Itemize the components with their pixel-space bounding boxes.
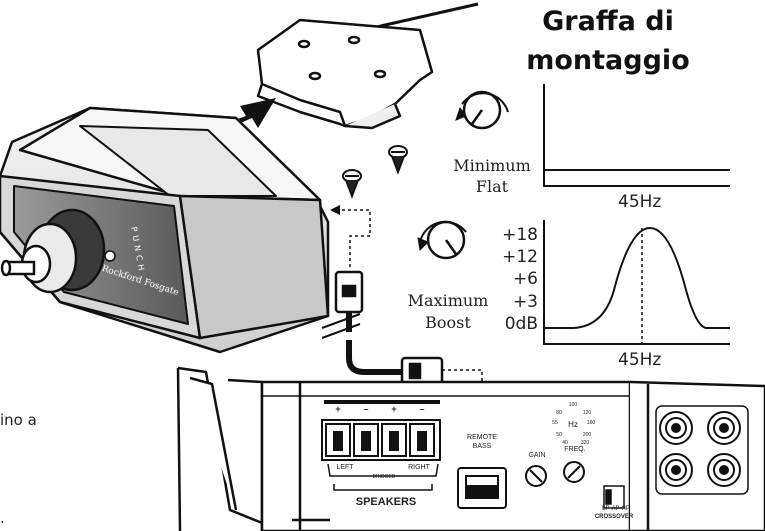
freq-pot <box>563 461 585 483</box>
crossover-modes-label: LP-AP-HP <box>602 506 630 512</box>
freq-scale-120: 120 <box>582 410 592 416</box>
db-label-3: +3 <box>512 292 538 312</box>
right-label: RIGHT <box>408 464 430 471</box>
remote-bass-label-2: BASS <box>472 443 492 450</box>
left-label: LEFT <box>336 464 354 471</box>
remote-cable <box>321 270 444 386</box>
speaker-terminals <box>321 400 441 491</box>
db-label-0: 0dB <box>504 314 538 334</box>
title-line-1: Graffa di <box>542 6 674 37</box>
gain-knob-max-icon <box>417 220 467 260</box>
db-label-6: +6 <box>512 269 538 289</box>
crossover-label: CROSSOVER <box>594 514 634 520</box>
title-line-2: montaggio <box>526 45 690 76</box>
freq-scale-hz: Hz <box>568 420 578 429</box>
knob-min-label-2: Flat <box>475 177 509 196</box>
terminal-mark-2: – <box>363 404 369 414</box>
graph-boost-freq-label: 45Hz <box>618 350 662 370</box>
freq-scale-80: 80 <box>556 410 562 416</box>
dotted-lead <box>336 209 371 270</box>
side-text-2: . <box>0 509 5 527</box>
db-label-18: +18 <box>502 225 538 245</box>
gain-knob-min-icon <box>455 90 509 130</box>
gain-label: GAIN <box>528 452 546 459</box>
remote-bass-label-1: REMOTE <box>467 434 497 441</box>
freq-scale-100: 100 <box>568 402 578 408</box>
freq-scale-320: 320 <box>580 440 590 446</box>
freq-scale-55: 55 <box>552 420 558 426</box>
terminal-mark-1: + <box>335 404 341 414</box>
terminal-mark-4: – <box>419 404 425 414</box>
freq-scale-200: 200 <box>582 432 592 438</box>
knob-min-label-1: Minimum <box>453 156 531 175</box>
freq-scale-50: 50 <box>556 432 562 438</box>
remote-knob <box>0 208 106 294</box>
gain-pot <box>525 465 547 487</box>
crossover-switch <box>603 485 625 509</box>
db-label-12: +12 <box>502 247 538 267</box>
remote-bass-jack <box>457 467 507 509</box>
status-led <box>104 250 116 262</box>
bridged-label: BRIDGED <box>372 474 396 480</box>
graph-boost <box>543 220 730 345</box>
rca-inputs <box>655 405 749 495</box>
screw-left <box>342 169 362 199</box>
mounting-bracket <box>256 18 434 130</box>
knob-max-label-1: Maximum <box>407 291 489 310</box>
graph-flat <box>543 84 730 187</box>
callout-line <box>371 2 479 30</box>
freq-scale-160: 160 <box>586 420 596 426</box>
freq-label: FREQ. <box>564 446 586 453</box>
screw-right <box>388 145 408 175</box>
terminal-mark-3: + <box>391 404 397 414</box>
graph-flat-freq-label: 45Hz <box>618 192 662 212</box>
side-text-1: ino a <box>0 411 37 429</box>
freq-scale-40: 40 <box>562 440 568 446</box>
speakers-label: SPEAKERS <box>355 496 417 508</box>
knob-max-label-2: Boost <box>425 313 471 332</box>
